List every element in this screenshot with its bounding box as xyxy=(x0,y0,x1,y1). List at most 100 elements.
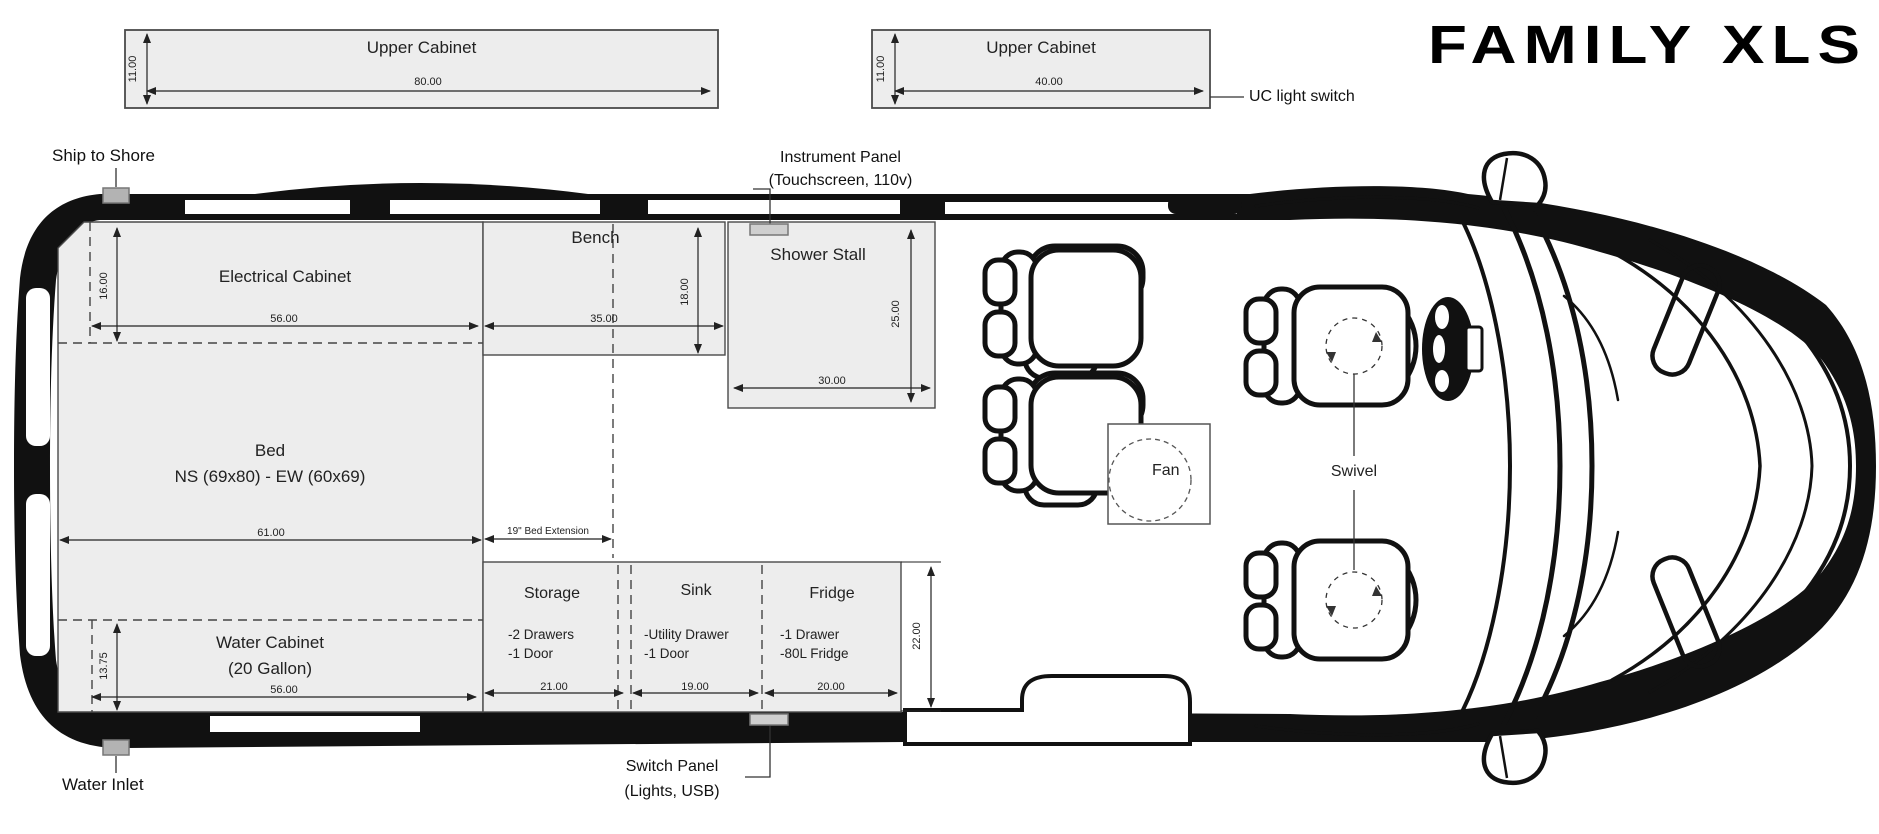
shower-label: Shower Stall xyxy=(770,245,866,264)
fridge-depth: 22.00 xyxy=(911,622,923,650)
mirror-top-line xyxy=(1498,157,1509,201)
fridge-feature-2: -80L Fridge xyxy=(780,646,849,661)
switch-panel-line1: Switch Panel xyxy=(625,758,719,775)
sink-feature-2: -1 Door xyxy=(644,646,690,661)
bench-width: 35.00 xyxy=(590,313,618,325)
sink-feature-1: -Utility Drawer xyxy=(644,627,729,642)
ship-to-shore-label: Ship to Shore xyxy=(52,146,156,165)
swivel-seat-passenger xyxy=(1246,287,1416,405)
seats xyxy=(985,246,1416,659)
fridge-feature-1: -1 Drawer xyxy=(780,627,840,642)
switch-panel-connector xyxy=(749,713,789,726)
sink-features: -Utility Drawer -1 Door xyxy=(644,625,729,663)
upper-cabinet-right-width: 40.00 xyxy=(1035,76,1063,88)
cab-roof-line-top xyxy=(1254,195,1480,210)
window-top-3 xyxy=(648,200,900,214)
cabinetry xyxy=(57,29,1211,713)
shower-box xyxy=(727,221,936,409)
swivel-arrow-4 xyxy=(1372,586,1382,596)
headlight-bottom xyxy=(1650,555,1722,669)
upper-cabinet-right-label: Upper Cabinet xyxy=(986,38,1096,57)
fan-unit xyxy=(1107,423,1211,525)
sliding-door-channel xyxy=(945,202,1237,214)
wiper-arc-top xyxy=(1562,294,1620,402)
swivel-circle-bottom xyxy=(1325,571,1383,629)
bed-name: Bed xyxy=(254,441,286,460)
swivel-arrow-2 xyxy=(1372,332,1382,342)
steering-wheel xyxy=(1422,297,1484,401)
bed-label: Bed NS (69x80) - EW (60x69) xyxy=(70,438,470,490)
bed-dimensions: NS (69x80) - EW (60x69) xyxy=(174,467,366,486)
galley-row-box xyxy=(482,561,902,713)
window-top-1 xyxy=(185,200,350,214)
bench-depth: 18.00 xyxy=(679,278,691,306)
ship-to-shore-connector xyxy=(102,187,130,204)
windshield-inner xyxy=(1501,205,1563,727)
dimension-lines xyxy=(59,33,1204,712)
upper-cabinet-right-depth: 11.00 xyxy=(875,55,887,83)
electrical-cabinet-depth: 16.00 xyxy=(98,272,110,300)
cab-details xyxy=(1254,195,1853,737)
storage-features: -2 Drawers -1 Door xyxy=(508,625,574,663)
window-top-2 xyxy=(390,200,600,214)
water-inlet-connector xyxy=(102,739,130,756)
fridge-features: -1 Drawer -80L Fridge xyxy=(780,625,849,663)
dashboard-line xyxy=(1450,200,1513,732)
instrument-panel-line1: Instrument Panel xyxy=(780,149,901,166)
storage-label: Storage xyxy=(523,585,581,602)
instrument-panel-line2: (Touchscreen, 110v) xyxy=(768,172,913,189)
shower-width: 30.00 xyxy=(818,375,846,387)
rear-bench-seat-1 xyxy=(985,246,1143,378)
hood-crease-2 xyxy=(1648,238,1814,694)
window-bottom-1 xyxy=(210,716,420,732)
water-cabinet-depth: 13.75 xyxy=(98,652,110,680)
water-cabinet-capacity: (20 Gallon) xyxy=(227,659,313,678)
front-bumper-line xyxy=(1788,320,1853,612)
sink-label: Sink xyxy=(680,582,712,599)
swivel-seat-driver xyxy=(1246,541,1416,659)
cab-roof-line-bottom xyxy=(1254,722,1480,737)
mirror-top xyxy=(1481,150,1548,208)
fan-label: Fan xyxy=(1152,462,1180,479)
rear-door-window-2 xyxy=(26,494,50,656)
fan-box xyxy=(1107,423,1211,525)
rear-door-window-1 xyxy=(26,288,50,446)
door-handle xyxy=(1168,196,1242,214)
upper-cabinet-left-box xyxy=(124,29,719,109)
water-cabinet-label: Water Cabinet (20 Gallon) xyxy=(70,630,470,682)
upper-cabinet-left-width: 80.00 xyxy=(414,76,442,88)
switch-panel-label: Switch Panel (Lights, USB) xyxy=(582,754,762,804)
upper-cabinet-right-box xyxy=(871,29,1211,109)
bench-box xyxy=(482,221,726,356)
page-title: FAMILY XLS xyxy=(1427,15,1867,75)
water-cabinet-width: 56.00 xyxy=(270,684,298,696)
bed-slab xyxy=(57,221,484,713)
swivel-label: Swivel xyxy=(1302,463,1406,481)
roof-bulge xyxy=(255,183,588,194)
water-cabinet-name: Water Cabinet xyxy=(215,633,325,652)
headlight-top xyxy=(1650,263,1722,377)
connectors xyxy=(102,96,1244,778)
shower-depth: 25.00 xyxy=(890,300,902,328)
upper-cabinet-left-depth: 11.00 xyxy=(127,55,139,83)
storage-feature-2: -1 Door xyxy=(508,646,554,661)
water-inlet-label: Water Inlet xyxy=(62,775,144,794)
wiper-arc-bottom xyxy=(1562,530,1620,638)
bed-width: 61.00 xyxy=(257,527,285,539)
electrical-cabinet-label: Electrical Cabinet xyxy=(218,267,352,286)
bench-label: Bench xyxy=(571,228,620,247)
entry-step xyxy=(903,674,1192,746)
side-mirrors xyxy=(1481,150,1548,786)
mirror-bottom xyxy=(1481,728,1548,786)
mirror-bottom-line xyxy=(1498,735,1509,779)
fridge-label: Fridge xyxy=(809,585,855,602)
uc-light-switch-label: UC light switch xyxy=(1249,88,1355,105)
switch-panel-line2: (Lights, USB) xyxy=(624,783,720,800)
swivel-arrow-1 xyxy=(1326,352,1336,362)
bed-extension-label: 19" Bed Extension xyxy=(507,526,589,537)
fan-circle xyxy=(1108,438,1192,522)
hood-crease-1 xyxy=(1610,250,1762,682)
steering-column xyxy=(1464,325,1484,373)
electrical-cabinet-width: 56.00 xyxy=(270,313,298,325)
